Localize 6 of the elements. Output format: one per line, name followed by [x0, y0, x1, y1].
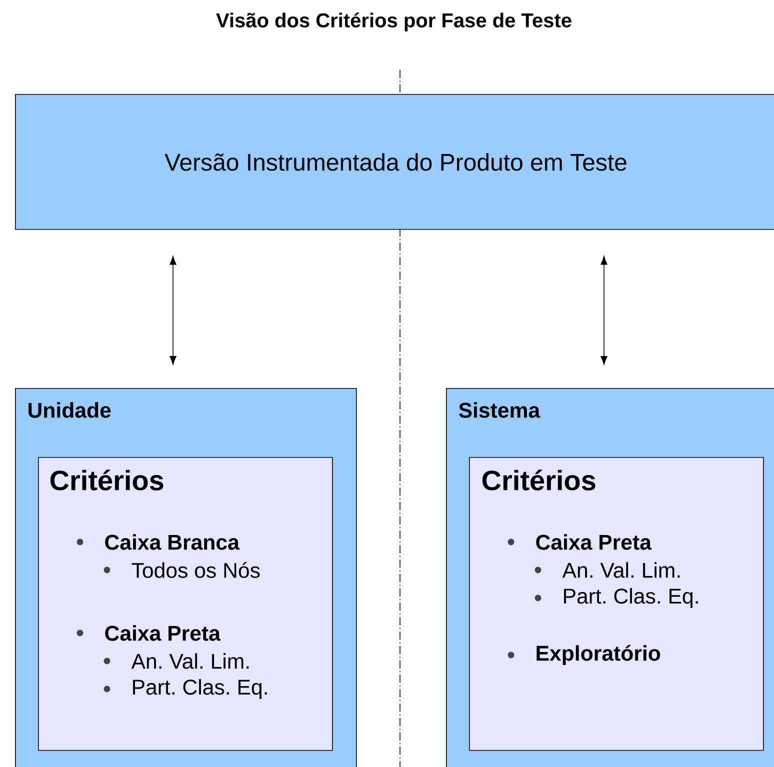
criteria-box: Critérios Caixa Preta An. Val. Lim. Part. Clas. Eq. Exploratório: [469, 457, 764, 751]
process-box: Versão Instrumentada do Produto em Teste: [15, 94, 774, 230]
double-arrow: [170, 256, 176, 365]
double-arrow: [600, 256, 608, 365]
title: Visão dos Critérios por Fase de Teste: [216, 12, 572, 32]
criteria-box: Critérios Caixa Branca Todos os Nós Caixa Preta An. Val. Lim. Part. Clas. Eq.: [38, 457, 333, 751]
